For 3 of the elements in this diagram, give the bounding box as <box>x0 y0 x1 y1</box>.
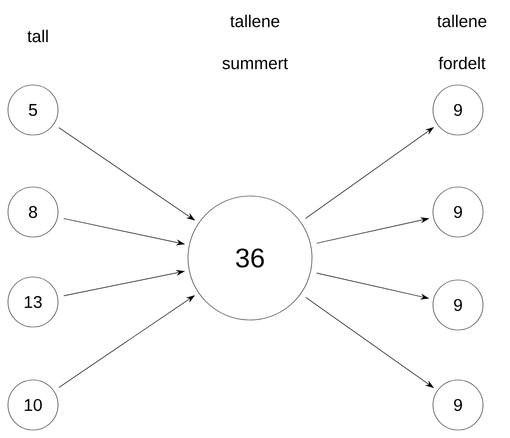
column-heading: tallene summert <box>222 14 288 70</box>
column-heading: tallene fordelt <box>437 14 486 70</box>
column-heading: tall <box>27 30 48 42</box>
